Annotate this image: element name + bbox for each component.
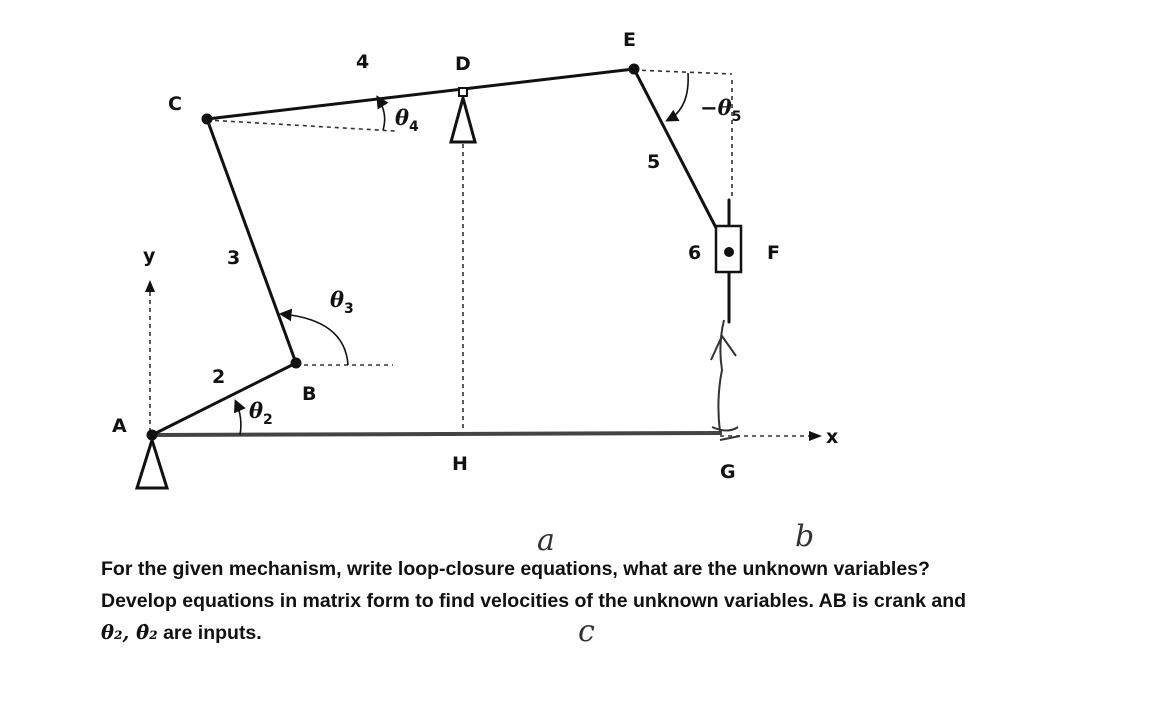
label-link-5: 5 xyxy=(647,151,660,173)
theta3-arc xyxy=(278,308,349,366)
label-theta2: θ2 xyxy=(249,398,273,428)
theta4-reference-line xyxy=(206,119,396,132)
label-G: G xyxy=(720,461,736,483)
vector-arrow-head xyxy=(711,426,741,441)
theta5-arc xyxy=(665,72,689,122)
ground-support-D-icon xyxy=(449,92,477,144)
problem-line-1: For the given mechanism, write loop-clos… xyxy=(101,558,930,580)
label-A: A xyxy=(112,415,127,437)
label-B: B xyxy=(302,383,316,405)
label-theta4: θ4 xyxy=(395,105,419,135)
vector-GF-head-icon xyxy=(710,333,737,361)
theta5-reference-line xyxy=(633,69,733,75)
link-3 xyxy=(205,117,298,365)
theta2-arc xyxy=(233,399,246,436)
link-5 xyxy=(632,67,730,253)
label-theta5: −θ5 xyxy=(700,95,741,125)
label-y-axis: y xyxy=(143,245,156,267)
label-C: C xyxy=(168,93,182,115)
link-4 xyxy=(205,67,636,121)
label-link-6: 6 xyxy=(688,242,701,264)
joint-E xyxy=(628,63,640,75)
problem-line-3-text: are inputs. xyxy=(157,622,262,644)
problem-line-2: Develop equations in matrix form to find… xyxy=(101,590,967,612)
label-D: D xyxy=(455,53,471,75)
problem-inputs-math: θ₂, θ̇₂ xyxy=(101,621,158,644)
ground-support-A-icon xyxy=(134,434,170,490)
handwritten-a: a xyxy=(537,523,555,558)
label-link-2: 2 xyxy=(212,366,225,388)
label-theta3: θ3 xyxy=(330,287,354,317)
joint-C xyxy=(201,113,213,125)
pin-D xyxy=(458,87,468,97)
label-link-4: 4 xyxy=(356,51,369,73)
y-axis-arrow-icon xyxy=(145,280,155,292)
joint-B xyxy=(290,357,302,369)
label-link-3: 3 xyxy=(227,247,240,269)
ground-vector-AG xyxy=(151,431,723,437)
theta4-arc xyxy=(376,95,389,131)
label-E: E xyxy=(623,29,636,51)
problem-statement: For the given mechanism, write loop-clos… xyxy=(101,553,1101,649)
label-x-axis: x xyxy=(826,426,838,448)
problem-line-3: θ₂, θ̇₂ are inputs. xyxy=(101,617,1101,649)
handwritten-b: b xyxy=(795,519,814,554)
handwritten-c: c xyxy=(578,614,595,649)
link-2 xyxy=(150,361,298,437)
label-H: H xyxy=(452,453,468,475)
label-F: F xyxy=(767,242,780,264)
x-axis-arrow-icon xyxy=(809,431,822,441)
vector-GF xyxy=(717,319,725,433)
joint-A xyxy=(146,429,158,441)
joint-F xyxy=(724,247,734,257)
